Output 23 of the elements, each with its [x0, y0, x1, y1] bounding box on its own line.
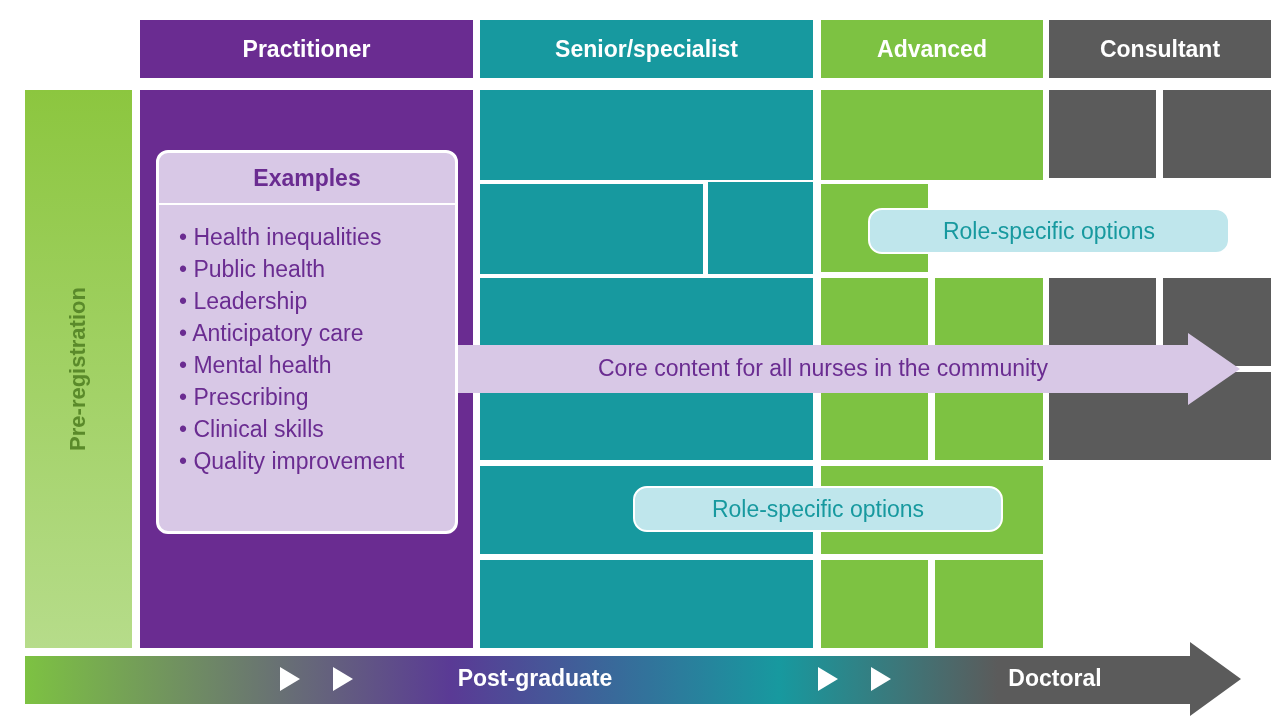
examples-card — [156, 150, 458, 534]
column-header: Practitioner — [140, 20, 473, 78]
list-item: • Public health — [179, 255, 327, 284]
list-item: • Leadership — [179, 287, 309, 316]
list-item: • Health inequalities — [179, 223, 383, 252]
option-pill: Role-specific options — [868, 208, 1230, 254]
list-item: • Mental health — [179, 351, 333, 380]
progress-arrow — [25, 642, 1241, 716]
list-item: • Anticipatory care — [179, 319, 365, 348]
list-item: • Quality improvement — [179, 447, 406, 476]
band-label: Pre-registration — [65, 287, 91, 451]
option-pill: Role-specific options — [633, 486, 1003, 532]
card-heading: Examples — [159, 153, 455, 205]
band-label: Post-graduate — [456, 665, 614, 692]
vertical-band — [25, 90, 132, 648]
arrow-band — [458, 333, 1240, 405]
band-label: Doctoral — [1007, 665, 1103, 692]
list-item: • Clinical skills — [179, 415, 325, 444]
arrow-label: Core content for all nurses in the community — [597, 355, 1049, 382]
column-header: Senior/specialist — [480, 20, 813, 78]
list-item: • Prescribing — [179, 383, 310, 412]
column-header: Consultant — [1049, 20, 1271, 78]
column-header: Advanced — [821, 20, 1043, 78]
